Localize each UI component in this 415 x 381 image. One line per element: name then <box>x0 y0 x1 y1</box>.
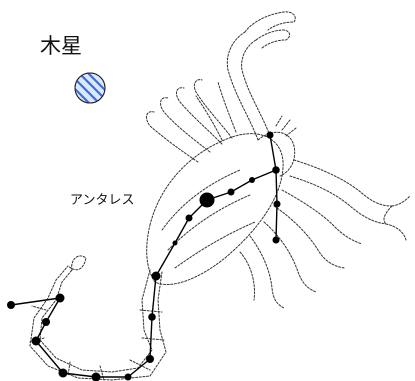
star <box>228 189 235 196</box>
star <box>148 313 156 321</box>
star-antares <box>200 193 215 208</box>
star <box>249 177 255 183</box>
star <box>186 215 193 222</box>
star <box>7 301 15 309</box>
star <box>146 355 154 363</box>
star <box>56 294 65 303</box>
star <box>32 337 41 346</box>
jupiter-icon <box>68 64 114 108</box>
antares-label: アンタレス <box>70 189 134 208</box>
constellation-lines <box>11 135 277 377</box>
jupiter-label: 木星 <box>40 30 82 60</box>
constellation-stars <box>7 132 281 381</box>
star <box>125 374 132 381</box>
star <box>173 241 178 246</box>
star <box>152 272 161 281</box>
star <box>59 369 68 378</box>
star <box>267 132 274 139</box>
star <box>273 237 280 244</box>
star <box>92 373 101 381</box>
star <box>272 166 280 174</box>
star <box>42 318 50 326</box>
star <box>274 201 281 208</box>
